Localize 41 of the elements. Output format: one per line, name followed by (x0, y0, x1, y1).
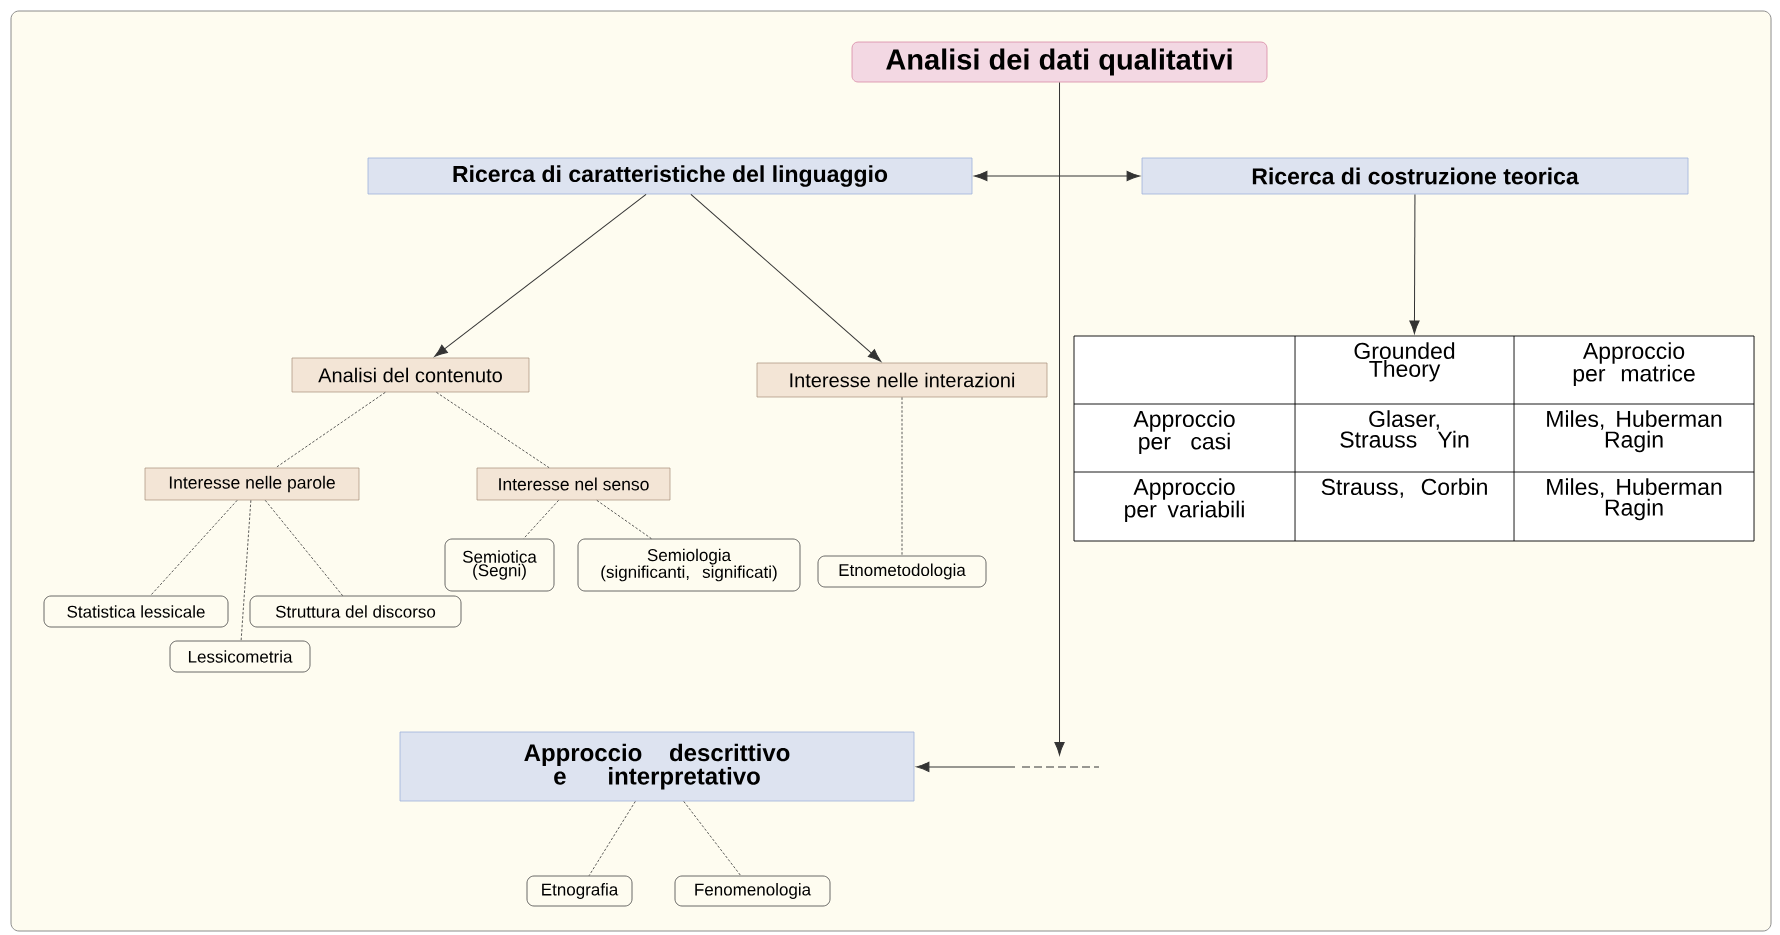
arrow (974, 170, 1140, 182)
leaf-box: Semiotica (Segni) (444, 538, 555, 592)
connector-line (264, 499, 343, 596)
table-cell: Glaser, Strauss Yin (1340, 410, 1469, 448)
connector-line (523, 499, 559, 539)
heading-box: Ricerca di costruzione teorica (1141, 157, 1689, 195)
leaf-box: Struttura del discorso (249, 595, 462, 628)
arrow (690, 193, 882, 362)
connector-line (436, 391, 550, 469)
heading-box: Ricerca di caratteristiche del linguaggio (367, 157, 973, 195)
arrow (1409, 193, 1420, 334)
arrow (916, 761, 1100, 773)
leaf-box: Etnografia (526, 875, 633, 907)
topic-box: Interesse nelle interazioni (756, 362, 1048, 398)
leaf-box: Fenomenologia (674, 875, 831, 907)
table-cell: Grounded Theory (1354, 342, 1455, 382)
arrow (434, 193, 647, 357)
connector-line (901, 396, 903, 556)
topic-box: Interesse nel senso (476, 467, 671, 501)
leaf-box: Statistica lessicale (43, 595, 229, 628)
connector-line (275, 391, 386, 469)
table-cell: Miles, Huberman Ragin (1547, 410, 1722, 453)
topic-box: Analisi del contenuto (291, 357, 530, 393)
connector-line (683, 801, 742, 876)
title-box: Analisi dei dati qualitativi (851, 41, 1268, 83)
table-cell: Approccio per matrice (1573, 342, 1695, 387)
connector-line (588, 801, 636, 876)
leaf-box: Lessicometria (169, 640, 311, 673)
topic-box: Interesse nelle parole (144, 467, 360, 501)
table-cell: Miles, Huberman Ragin (1547, 478, 1722, 521)
table-cell: Strauss, Corbin (1321, 478, 1487, 498)
heading-box: Approccio descrittivo e interpretativo (399, 731, 915, 802)
leaf-box: Etnometodologia (817, 555, 987, 588)
table (1073, 335, 1755, 542)
connector-line (150, 499, 238, 596)
connector-line (240, 499, 252, 641)
leaf-box: Semiologia (significanti, significati) (577, 538, 801, 592)
arrow (1054, 81, 1065, 756)
table-cell: Approccio per variabili (1125, 478, 1244, 523)
table-cell: Approccio per casi (1133, 410, 1235, 455)
connector-line (596, 499, 652, 539)
